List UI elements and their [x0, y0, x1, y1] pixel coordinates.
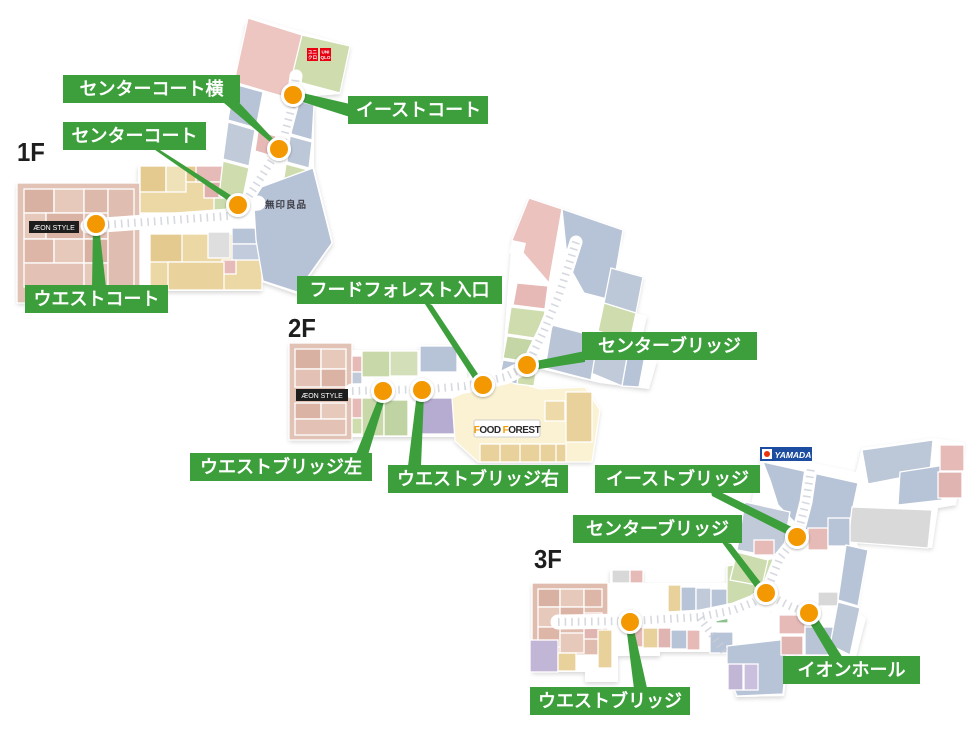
spot-dots	[84, 83, 821, 634]
uniqlo-en-top: UNI	[322, 50, 330, 55]
floor-1f-rooms	[16, 17, 351, 304]
uniqlo-kana-top: ユニ	[308, 50, 318, 55]
label-west-bridge-left[interactable]: ウエストブリッジ左	[190, 453, 372, 481]
yamada-text: YAMADA	[775, 450, 812, 460]
floor-tag-1f: 1F	[17, 137, 45, 167]
floor-3f-rooms	[529, 439, 965, 697]
dot-west-bridge-right[interactable]	[410, 378, 434, 402]
floor-tag-3f: 3F	[534, 544, 562, 574]
dot-food-forest-entrance[interactable]	[471, 373, 495, 397]
label-aeon-hall[interactable]: イオンホール	[783, 656, 920, 684]
label-food-forest-entrance[interactable]: フードフォレスト入口	[297, 276, 502, 304]
dot-west-bridge-left[interactable]	[371, 379, 395, 403]
label-west-bridge-3f[interactable]: ウエストブリッジ	[530, 687, 690, 715]
label-east-court[interactable]: イーストコート	[348, 96, 488, 124]
ff-f1: F	[474, 425, 480, 436]
dot-center-court[interactable]	[226, 193, 250, 217]
aeon-style-text-1f: ÆON STYLE	[33, 225, 75, 232]
dot-west-bridge-3f[interactable]	[618, 610, 642, 634]
dot-center-bridge-2f[interactable]	[515, 353, 539, 377]
uniqlo-en-bottom: QLO	[321, 55, 331, 60]
label-west-court[interactable]: ウエストコート	[25, 285, 168, 313]
ff-ood: OOD	[479, 425, 501, 436]
ff-orest: OREST	[508, 425, 540, 436]
label-center-bridge-3f[interactable]: センターブリッジ	[573, 515, 742, 543]
aeon-style-logo-2f: ÆON STYLE	[296, 389, 348, 401]
dot-east-court[interactable]	[281, 83, 305, 107]
ff-f2: F	[503, 425, 509, 436]
dot-west-court[interactable]	[84, 212, 108, 236]
floor-tag-2f: 2F	[288, 313, 316, 343]
label-east-bridge[interactable]: イーストブリッジ	[595, 465, 760, 493]
label-west-bridge-right[interactable]: ウエストブリッジ右	[388, 465, 568, 493]
dot-east-bridge[interactable]	[785, 525, 809, 549]
muji-label: 無印良品	[265, 199, 307, 211]
aeon-style-logo-1f: ÆON STYLE	[29, 221, 79, 233]
uniqlo-kana-bottom: クロ	[308, 54, 318, 61]
label-center-bridge-2f[interactable]: センターブリッジ	[582, 332, 757, 360]
label-center-court[interactable]: センターコート	[63, 122, 206, 150]
aeon-style-text-2f: ÆON STYLE	[301, 393, 343, 400]
dot-center-bridge-3f[interactable]	[754, 581, 778, 605]
label-center-court-side[interactable]: センターコート横	[63, 75, 240, 103]
dot-aeon-hall[interactable]	[797, 601, 821, 625]
uniqlo-logo: ユニ クロ UNI QLO	[307, 48, 331, 61]
yamada-logo: YAMADA	[760, 447, 812, 461]
leader-lines	[92, 91, 843, 689]
dot-center-court-side[interactable]	[267, 137, 291, 161]
